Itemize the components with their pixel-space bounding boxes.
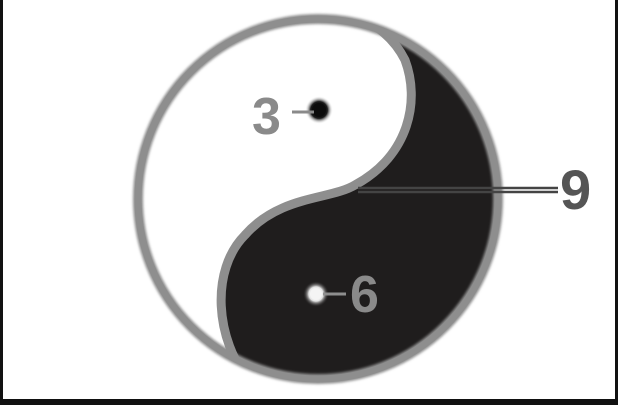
upper-dot-core xyxy=(312,103,326,117)
label-9: 9 xyxy=(560,158,591,221)
label-3: 3 xyxy=(252,88,281,146)
lower-dot-core xyxy=(310,288,322,300)
label-6: 6 xyxy=(350,266,379,324)
